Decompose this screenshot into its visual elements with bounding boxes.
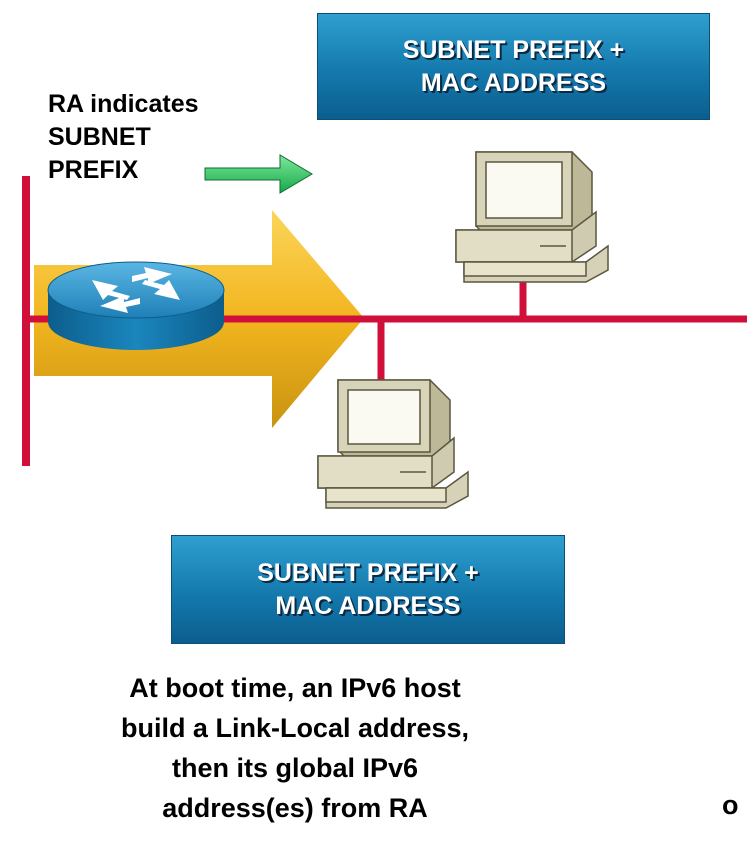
- bottom-prefix-line2: MAC ADDRESS: [275, 591, 461, 620]
- caption-line2: build a Link-Local address,: [120, 713, 470, 743]
- top-prefix-box: SUBNET PREFIX + MAC ADDRESS: [317, 13, 710, 120]
- computer-icon: [317, 379, 469, 509]
- green-arrow-icon: [204, 154, 313, 194]
- caption: At boot time, an IPv6 host build a Link-…: [90, 668, 500, 828]
- bottom-prefix-box: SUBNET PREFIX + MAC ADDRESS: [171, 535, 565, 644]
- caption-line4: address(es) from RA: [162, 793, 428, 823]
- router-icon: [47, 261, 225, 350]
- bottom-prefix-line1: SUBNET PREFIX +: [257, 558, 479, 587]
- ra-label: RA indicates SUBNET PREFIX: [48, 88, 199, 187]
- caption-line1: At boot time, an IPv6 host: [129, 673, 461, 703]
- computer-icon: [455, 151, 609, 283]
- ra-label-line3: PREFIX: [48, 156, 139, 184]
- top-prefix-line2: MAC ADDRESS: [420, 68, 607, 97]
- ra-label-line2: SUBNET: [48, 123, 151, 151]
- ra-label-line1: RA indicates: [48, 90, 199, 118]
- top-prefix-line1: SUBNET PREFIX +: [402, 35, 625, 64]
- stray-text: o: [722, 790, 739, 820]
- caption-line3: then its global IPv6: [171, 753, 419, 783]
